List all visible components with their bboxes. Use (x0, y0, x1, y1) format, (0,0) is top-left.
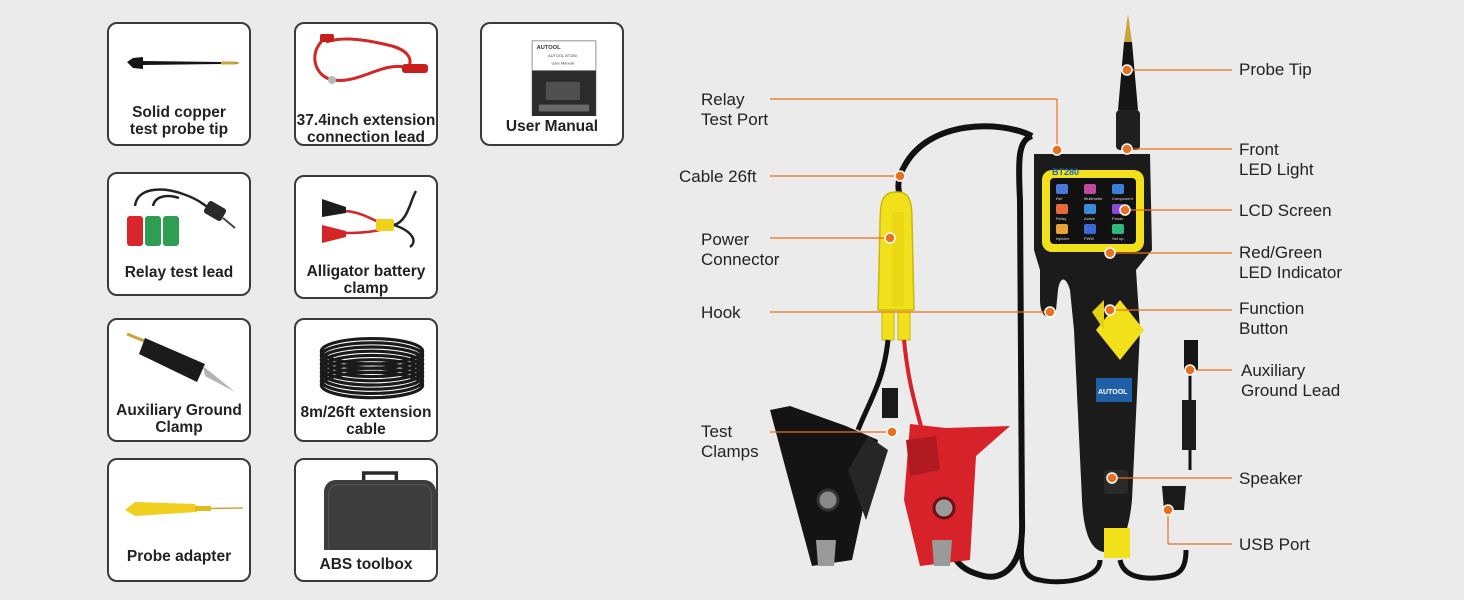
marker-usb (1162, 504, 1174, 516)
probe-adapter-image (125, 502, 244, 516)
accessory-label: Alligator battery clamp (306, 263, 426, 297)
marker-power (884, 232, 896, 244)
lcd-app-icon (1084, 204, 1096, 214)
black-test-clamp (770, 406, 888, 566)
device-model-label: BT280 (1052, 167, 1079, 177)
marker-cable (894, 170, 906, 182)
lcd-app-label: Relay (1056, 216, 1066, 221)
callout-aux-ground: Auxiliary Ground Lead (1241, 361, 1341, 400)
marker-probe-tip (1121, 64, 1133, 76)
marker-clamps (886, 426, 898, 438)
relay-lead-image (127, 188, 236, 246)
callout-power-connector: Power Connector (701, 230, 780, 269)
extension-lead-image (313, 34, 428, 84)
marker-aux-ground (1184, 364, 1196, 376)
manual-brand: AUTOOL (537, 45, 561, 51)
callout-usb-port: USB Port (1239, 535, 1310, 554)
lcd-app-label: Injector (1056, 236, 1070, 241)
callout-cable: Cable 26ft (679, 167, 757, 186)
callout-function-button: Function Button (1239, 299, 1305, 338)
marker-function (1104, 304, 1116, 316)
callout-hook: Hook (701, 303, 741, 322)
accessory-label: Relay test lead (124, 264, 234, 281)
lcd-app-label: Ref (1056, 196, 1063, 201)
red-test-clamp (904, 424, 1010, 566)
lcd-app-label: Multimeter (1084, 196, 1103, 201)
battery-clamp-image (322, 190, 418, 248)
power-probe-body (1034, 154, 1152, 558)
accessory-card-battery-clamp: Alligator battery clamp (294, 175, 438, 299)
callout-front-led: Front LED Light (1239, 140, 1314, 179)
ground-clamp-image (126, 332, 235, 392)
marker-hook (1044, 306, 1056, 318)
callout-relay-test-port: Relay Test Port (701, 90, 769, 129)
accessory-card-probe-adapter: Probe adapter (107, 458, 251, 582)
marker-speaker (1106, 472, 1118, 484)
lcd-app-icon (1112, 184, 1124, 194)
accessory-card-relay-lead: Relay test lead (107, 172, 251, 296)
callout-probe-tip: Probe Tip (1239, 60, 1312, 79)
callout-lcd-screen: LCD Screen (1239, 201, 1332, 220)
user-manual-image: AUTOOL AUTOOL BT280 User Manual (531, 40, 597, 116)
manual-title: AUTOOL BT280 (548, 53, 578, 58)
accessory-card-toolbox: ABS toolbox (294, 458, 438, 582)
accessory-label: Auxiliary Ground Clamp (116, 402, 242, 436)
callout-led-indicator: Red/Green LED Indicator (1239, 243, 1342, 282)
manual-subtitle: User Manual (551, 61, 574, 66)
accessory-label: ABS toolbox (319, 556, 413, 573)
callout-test-clamps: Test Clamps (701, 422, 759, 461)
accessory-label: 37.4inch extension connection lead (296, 112, 436, 146)
marker-relay-port (1051, 144, 1063, 156)
toolbox-image (324, 471, 436, 550)
lcd-app-icon (1084, 224, 1096, 234)
callout-speaker: Speaker (1239, 469, 1303, 488)
marker-lcd (1119, 204, 1131, 216)
marker-led-indicator (1104, 247, 1116, 259)
lcd-app-icon (1084, 184, 1096, 194)
accessory-label: 8m/26ft extension cable (300, 404, 432, 438)
marker-front-led (1121, 143, 1133, 155)
accessory-label: Probe adapter (126, 548, 232, 565)
accessory-card-extension-lead: 37.4inch extension connection lead (294, 22, 438, 146)
probe-tip-image (127, 57, 240, 69)
accessory-label: Solid copper test probe tip (129, 104, 229, 138)
accessory-card-ground-clamp: Auxiliary Ground Clamp (107, 318, 251, 442)
lcd-app-icon (1112, 224, 1124, 234)
lcd-app-label: Active (1084, 216, 1096, 221)
accessory-card-user-manual: AUTOOL AUTOOL BT280 User Manual User Man… (480, 22, 624, 146)
extension-cable-image (319, 336, 425, 400)
device-brand-label: AUTOOL (1098, 389, 1128, 396)
lcd-app-icon (1056, 184, 1068, 194)
lcd-app-label: Power (1112, 216, 1124, 221)
lcd-app-label: Component (1112, 196, 1134, 201)
accessory-card-probe-tip: Solid copper test probe tip (107, 22, 251, 146)
accessory-label: User Manual (505, 118, 599, 135)
lcd-app-icon (1056, 204, 1068, 214)
accessory-card-extension-cable: 8m/26ft extension cable (294, 318, 438, 442)
lcd-app-icon (1056, 224, 1068, 234)
lcd-app-label: PWM (1084, 236, 1094, 241)
lcd-app-label: Set up (1112, 236, 1124, 241)
